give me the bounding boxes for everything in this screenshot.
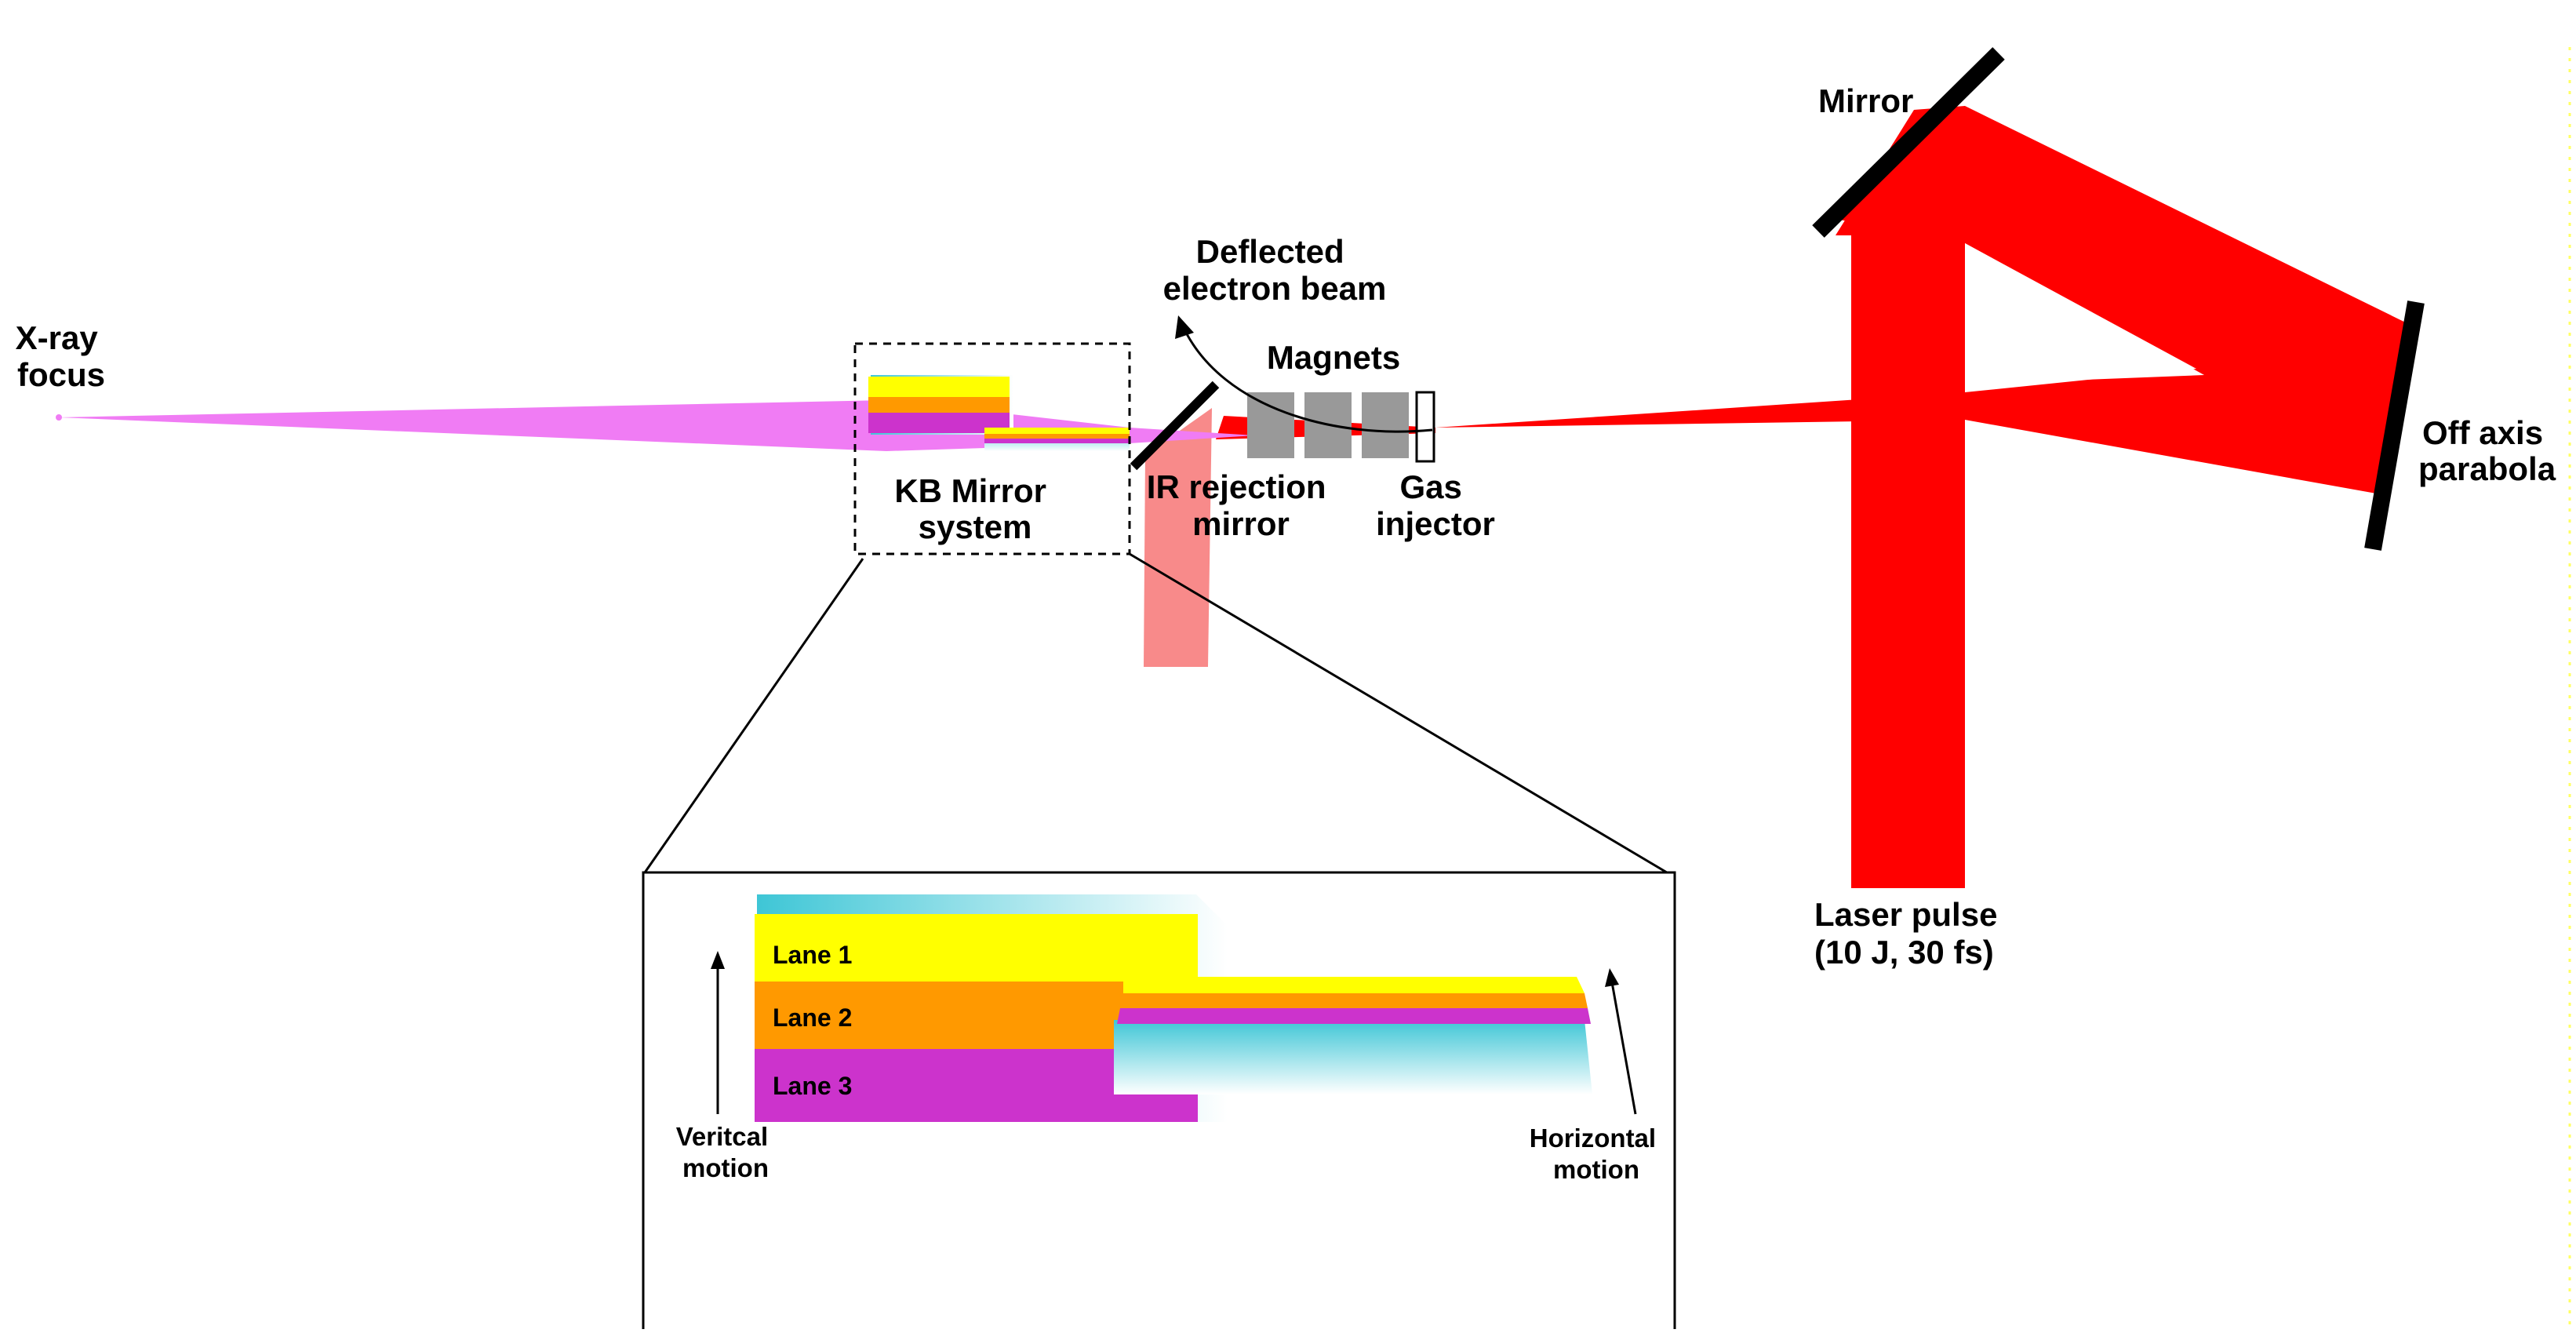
magnets-label: Magnets — [1267, 339, 1400, 376]
deflected-electron-beam — [1183, 329, 1433, 433]
laser-pulse-label: Laser pulse (10 J, 30 fs) — [1814, 896, 2007, 971]
magnet-3 — [1362, 392, 1409, 458]
horizontal-motion-label: Horizontal motion — [1530, 1124, 1664, 1184]
ir-rejection-label: IR rejection mirror — [1147, 468, 1335, 542]
deflected-beam-arrowhead — [1175, 315, 1194, 339]
lane-1-label: Lane 1 — [773, 941, 852, 969]
gas-injector — [1415, 391, 1435, 463]
magnets — [1247, 392, 1409, 458]
beam-gap — [1965, 243, 2204, 384]
deflected-beam-label: Deflected electron beam — [1163, 233, 1387, 307]
turning-mirror — [1812, 47, 2005, 238]
ir-reflected-beam — [1144, 408, 1212, 667]
zoom-line-left — [642, 558, 864, 876]
ir-rejection-mirror — [1130, 381, 1220, 471]
horiz-lane-2 — [1120, 993, 1588, 1008]
kb-mirror-lanes — [755, 894, 1592, 1122]
zoom-line-right — [1129, 552, 1672, 876]
horiz-lane-1 — [1123, 977, 1585, 993]
kb-small-lane2 — [868, 397, 1010, 413]
horizontal-motion-arrow — [1610, 982, 1637, 1115]
lane-2-label: Lane 2 — [773, 1003, 852, 1032]
kb-small-lane1 — [868, 377, 1010, 397]
magnet-1 — [1247, 392, 1294, 458]
mirror-label: Mirror — [1818, 82, 1913, 119]
kb-mirror-zoom-box — [853, 342, 1131, 555]
laser-pulse-beam — [1851, 235, 1965, 888]
laser-beam-path — [1144, 106, 2420, 888]
xray-focus-point — [56, 414, 62, 421]
horiz-lane-3 — [1117, 1008, 1591, 1024]
kb-mirror-label: KB Mirror system — [894, 472, 1055, 545]
vertical-motion-label: Veritcal motion — [676, 1122, 776, 1182]
lane-1-strip — [755, 914, 1198, 982]
off-axis-label: Off axis parabola — [2418, 414, 2556, 487]
off-axis-parabola — [2364, 300, 2425, 551]
kb-mirror-small — [868, 375, 1130, 451]
lane-3-label: Lane 3 — [773, 1072, 852, 1100]
focused-laser-beam — [1435, 345, 2408, 494]
gas-injector-label: Gas injector — [1376, 468, 1495, 542]
xray-focus-label: X-ray focus — [16, 319, 107, 393]
